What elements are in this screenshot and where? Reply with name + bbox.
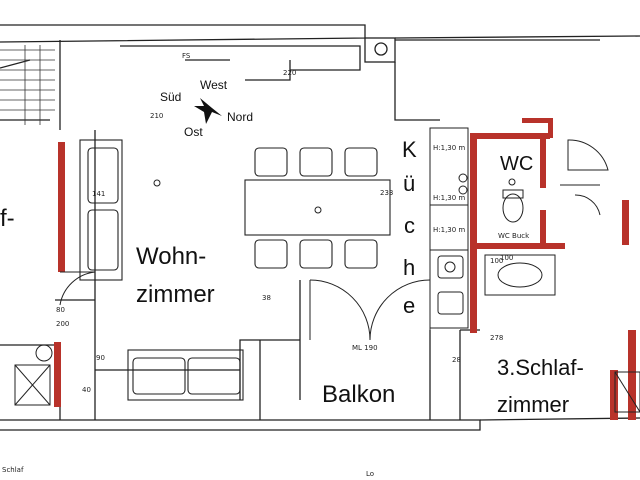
annotation-141: 141 bbox=[92, 190, 105, 198]
annotation-210: 210 bbox=[150, 112, 163, 120]
room-wohnzimmer-line2: zimmer bbox=[136, 281, 215, 308]
fixtures bbox=[35, 173, 516, 362]
compass: West Süd Nord Ost bbox=[160, 78, 253, 139]
wc-fixtures bbox=[484, 189, 556, 296]
room-kueche-letter-5: e bbox=[403, 293, 415, 318]
annotation-lo-bottom: Lo bbox=[366, 470, 374, 478]
annotation-schlaf-bottom: Schlaf bbox=[2, 466, 24, 474]
annotation-h130-2: H:1,30 m bbox=[433, 194, 465, 202]
dining-table bbox=[244, 147, 391, 269]
room-balkon: Balkon bbox=[322, 381, 395, 408]
annotation-wc-buck: WC Buck bbox=[498, 232, 530, 240]
annotation-220: 220 bbox=[283, 69, 296, 77]
compass-nord: Nord bbox=[227, 110, 253, 124]
annotation-fs: FS bbox=[182, 52, 191, 60]
annotation-278: 278 bbox=[490, 334, 503, 342]
room-schlafzimmer3-line2: zimmer bbox=[497, 392, 569, 417]
annotation-40: 40 bbox=[82, 386, 91, 394]
shafts bbox=[14, 364, 640, 413]
red-walls bbox=[54, 118, 636, 420]
room-kueche-letter-3: c bbox=[404, 213, 415, 238]
annotation-80: 80 bbox=[56, 306, 65, 314]
outer-walls bbox=[0, 24, 640, 431]
room-wc: WC bbox=[500, 153, 533, 175]
room-kueche-letter-4: h bbox=[403, 255, 415, 280]
compass-ost: Ost bbox=[184, 125, 203, 139]
compass-sued: Süd bbox=[160, 90, 181, 104]
annotation-balkon-dim: ML 190 bbox=[352, 344, 378, 352]
annotation-h130-3: H:1,30 m bbox=[433, 226, 465, 234]
room-left-partial: f- bbox=[0, 205, 15, 232]
room-kueche-letter-1: K bbox=[402, 137, 417, 162]
compass-west: West bbox=[200, 78, 228, 92]
annotation-h130-1: H:1,30 m bbox=[433, 144, 465, 152]
staircase bbox=[0, 45, 55, 125]
annotation-28: 28 bbox=[452, 356, 461, 364]
annotation-100: 100 bbox=[500, 254, 513, 262]
annotation-233: 233 bbox=[380, 189, 393, 197]
annotation-200: 200 bbox=[56, 320, 69, 328]
annotation-kitchen-100: 100 bbox=[490, 257, 503, 265]
room-kueche-letter-2: ü bbox=[403, 171, 415, 196]
room-schlafzimmer3-line1: 3.Schlaf- bbox=[497, 355, 584, 380]
bottom-sofa bbox=[127, 349, 244, 401]
room-wohnzimmer-line1: Wohn- bbox=[136, 243, 206, 270]
annotation-90: 90 bbox=[96, 354, 105, 362]
kitchen-counter bbox=[429, 127, 469, 329]
annotation-38: 38 bbox=[262, 294, 271, 302]
sofa bbox=[79, 139, 123, 281]
